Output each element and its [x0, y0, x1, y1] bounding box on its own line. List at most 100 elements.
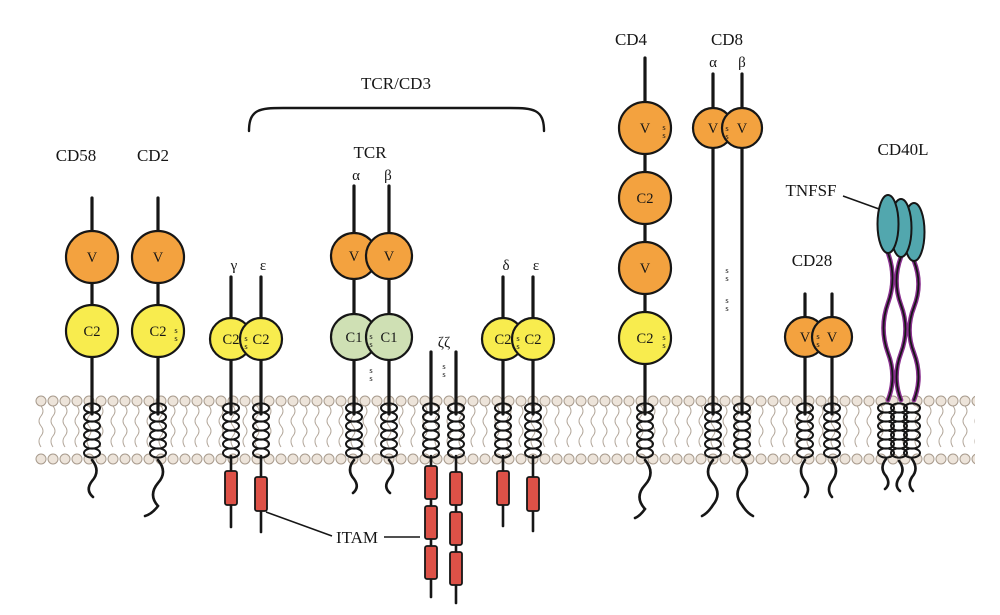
ig-domain-v — [130, 229, 186, 285]
cytoplasmic-tail — [633, 458, 652, 520]
itam-box — [449, 471, 463, 506]
receptor-zeta-zeta: ζζ ss — [422, 335, 465, 605]
cd40l-label: CD40L — [878, 140, 929, 159]
domain-label: V — [384, 249, 395, 265]
cd8-label: CD8 — [711, 30, 743, 49]
itam-annotation: ITAM — [265, 511, 420, 547]
itam-box — [449, 511, 463, 546]
disulfide-bond-label: ss — [722, 295, 732, 311]
receptor-cd40l: CD40L TNFSF — [785, 140, 929, 493]
ig-domain-c2 — [130, 303, 186, 359]
cytoplasmic-tail — [87, 458, 98, 499]
receptor-cd8: CD8 α β V V ss ss ss — [691, 30, 764, 518]
itam-label: ITAM — [336, 528, 378, 547]
itam-box — [254, 476, 268, 512]
cd40l-stalk — [881, 250, 895, 403]
disulfide-bond-label: ss — [241, 333, 251, 349]
tnfsf-leader-line — [842, 195, 880, 210]
cytoplasmic-tail — [348, 458, 359, 495]
cytoplasmic-tail — [827, 458, 838, 499]
cytoplasmic-tail — [736, 458, 755, 518]
domain-label: C2 — [637, 191, 654, 207]
domain-label: C2 — [525, 332, 542, 348]
domain-label: C2 — [253, 332, 270, 348]
cd4-label: CD4 — [615, 30, 648, 49]
disulfide-bond-label: ss — [659, 122, 669, 138]
ig-domain-c2 — [238, 316, 284, 362]
cytoplasmic-tail — [700, 458, 719, 518]
cytoplasmic-tail — [908, 457, 917, 493]
itam-box — [224, 470, 238, 506]
domain-label: V — [153, 250, 164, 266]
domain-label: C1 — [346, 330, 363, 346]
receptor-cd3-gamma-epsilon: γ ε C2 C2 ss — [208, 258, 284, 534]
tcr-cd3-bracket — [247, 106, 546, 133]
domain-label: C2 — [150, 324, 167, 340]
disulfide-bond-label: ss — [513, 333, 523, 349]
ig-domain-v — [64, 229, 120, 285]
itam-box — [424, 465, 438, 500]
disulfide-bond-label: ss — [722, 265, 732, 281]
cd58-label: CD58 — [56, 146, 97, 165]
domain-label: V — [87, 250, 98, 266]
disulfide-bond-label: ss — [171, 325, 181, 341]
epsilon-chain-label: ε — [260, 258, 266, 274]
itam-box — [424, 545, 438, 580]
domain-label: V — [737, 121, 748, 137]
cytoplasmic-tail — [799, 458, 810, 499]
receptor-tcr: TCR α β V V C1 C1 ss ss — [329, 143, 414, 495]
ig-domain-c2 — [64, 303, 120, 359]
disulfide-bond-label: ss — [366, 365, 376, 381]
cd40l-stalk — [894, 254, 908, 403]
disulfide-bond-label: ss — [366, 331, 376, 347]
alpha-chain-label: α — [709, 55, 717, 71]
disulfide-bond-label: ss — [439, 361, 449, 377]
domain-label: V — [827, 330, 838, 346]
ig-domain-v — [720, 106, 764, 150]
domain-label: V — [640, 261, 651, 277]
disulfide-bond-label: ss — [813, 331, 823, 347]
receptor-cd4: CD4 V C2 V C2 ss ss — [615, 30, 673, 520]
ig-domain-c2 — [617, 170, 673, 226]
delta-chain-label: δ — [502, 258, 509, 274]
cd28-label: CD28 — [792, 251, 833, 270]
ig-domain-c2 — [510, 316, 556, 362]
tnfsf-label: TNFSF — [785, 181, 836, 200]
zeta-zeta-label: ζζ — [438, 335, 450, 351]
cd2-label: CD2 — [137, 146, 169, 165]
itam-box — [526, 476, 540, 512]
domain-label: V — [800, 330, 811, 346]
ig-domain-v — [810, 315, 854, 359]
receptor-cd28: CD28 V V ss — [783, 251, 854, 499]
tcr-cd3-label: TCR/CD3 — [361, 74, 431, 93]
domain-label: C2 — [84, 324, 101, 340]
ig-domain-v — [617, 240, 673, 296]
domain-label: C1 — [381, 330, 398, 346]
receptor-cd2: CD2 V C2 ss — [130, 146, 186, 518]
domain-label: C2 — [223, 332, 240, 348]
epsilon-chain-label: ε — [533, 258, 539, 274]
cytoplasmic-tail — [384, 458, 395, 495]
cd40l-stalk — [882, 252, 894, 401]
beta-chain-label: β — [384, 168, 392, 184]
domain-label: C2 — [495, 332, 512, 348]
gamma-chain-label: γ — [230, 258, 238, 274]
domain-label: V — [640, 121, 651, 137]
itam-leader-line — [265, 511, 333, 537]
cd40l-stalk — [908, 260, 920, 401]
alpha-chain-label: α — [352, 168, 360, 184]
itam-box — [424, 505, 438, 540]
domain-label: C2 — [637, 331, 654, 347]
disulfide-bond-label: ss — [722, 123, 732, 139]
domain-label: V — [708, 121, 719, 137]
cytoplasmic-tail — [895, 459, 904, 493]
cd40l-stalk — [907, 258, 921, 403]
beta-chain-label: β — [738, 55, 746, 71]
cytoplasmic-tail — [881, 457, 890, 491]
ig-domain-c1 — [364, 312, 414, 362]
cd40l-stalk — [895, 256, 907, 401]
tcr-cd3-bracket-group: TCR/CD3 — [247, 74, 546, 133]
ig-domain-c2 — [617, 310, 673, 366]
